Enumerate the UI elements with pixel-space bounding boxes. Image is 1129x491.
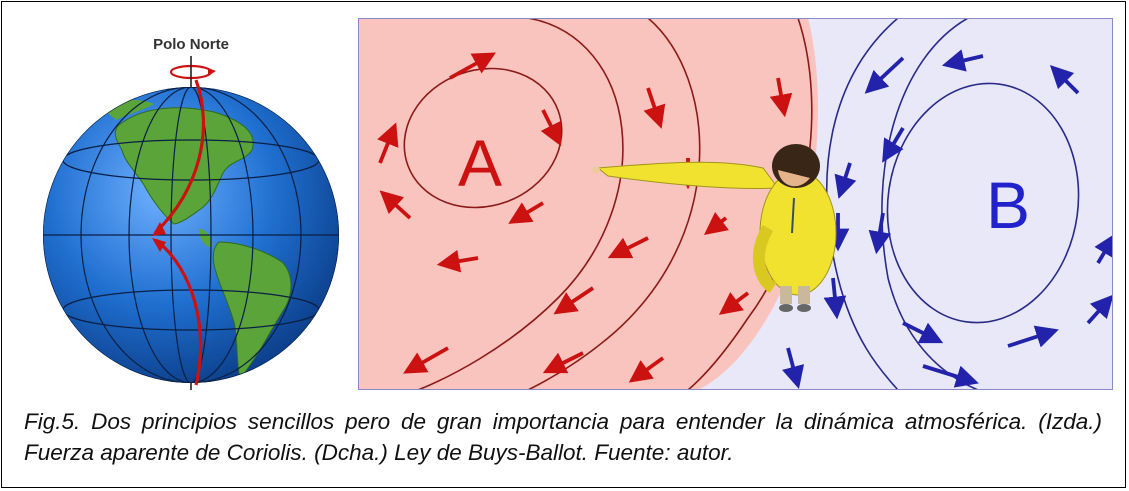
globe-land [104, 100, 292, 379]
high-wind-arrows [377, 52, 793, 383]
north-pole-label: Polo Norte [153, 36, 229, 53]
globe-svg: Polo Norte [43, 36, 339, 390]
buys-ballot-map: A B [358, 18, 1113, 390]
coriolis-arrow-north [154, 79, 206, 234]
person-figure [592, 144, 837, 312]
coriolis-arrow-south [155, 238, 203, 386]
figure-caption: Fig.5. Dos principios sencillos pero de … [24, 409, 1102, 465]
coriolis-arrowhead-north-icon [152, 222, 166, 236]
weather-map-border [358, 18, 1113, 390]
coriolis-arrowhead-south-icon [152, 238, 166, 252]
weather-map-svg: A B [358, 18, 1113, 390]
low-pressure-label: B [986, 168, 1030, 242]
high-pressure-label: A [458, 126, 502, 200]
rotation-arrowhead-icon [208, 68, 216, 76]
low-wind-arrows [782, 49, 1113, 390]
high-pressure-region [358, 18, 818, 390]
coriolis-globe-illustration: Polo Norte [24, 10, 354, 392]
